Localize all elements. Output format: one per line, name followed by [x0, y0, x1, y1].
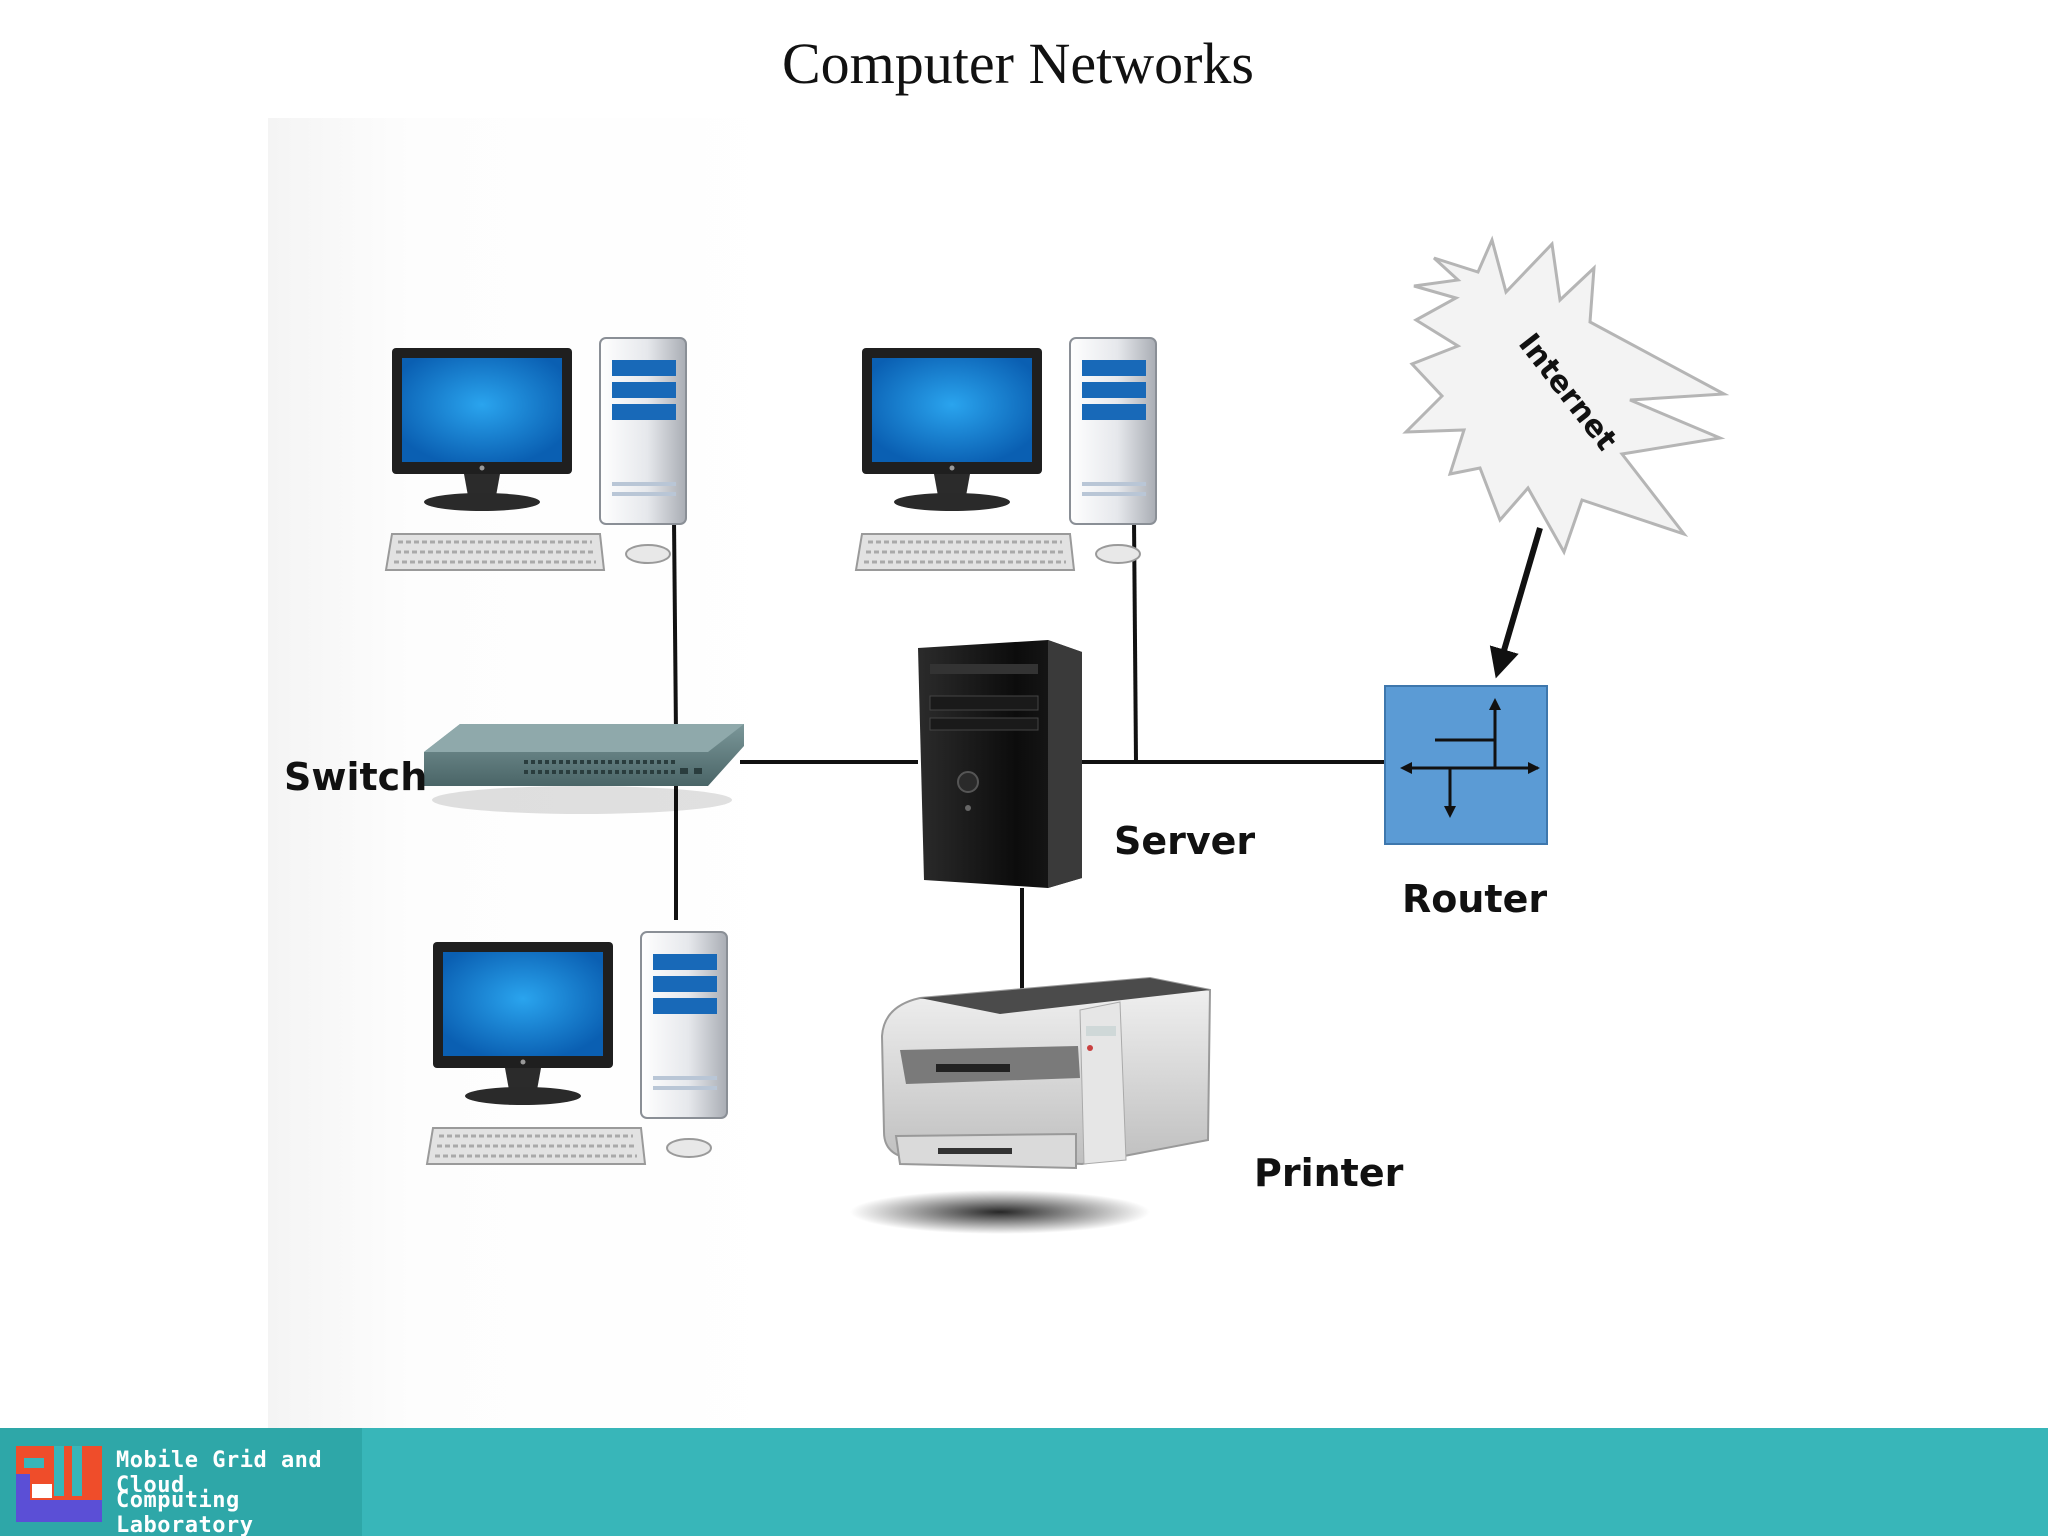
lab-logo-icon [16, 1446, 102, 1522]
link-internet-router [1489, 527, 1543, 679]
link-pc1-switch [672, 519, 678, 736]
laser-printer-icon [850, 976, 1212, 1234]
lab-name-line1: Mobile Grid and Cloud [116, 1448, 323, 1498]
desktop-computer-icon [425, 930, 729, 1166]
lab-name-line2: Computing Laboratory [116, 1488, 254, 1538]
footer-logo-box: Mobile Grid and Cloud Computing Laborato… [0, 1428, 362, 1538]
diagram-panel: Internet Switch Server Router Printer [268, 118, 2048, 1428]
slide-title: Computer Networks [782, 31, 1254, 96]
printer-label: Printer [1254, 1151, 1404, 1195]
router-icon [1384, 685, 1548, 845]
desktop-computer-icon [384, 336, 688, 572]
desktop-computer-icon [854, 336, 1158, 572]
router-label: Router [1402, 877, 1547, 921]
server-tower-icon [918, 640, 1082, 888]
switch-label: Switch [284, 755, 427, 799]
footer-bar: Mobile Grid and Cloud Computing Laborato… [0, 1428, 2048, 1538]
internet-burst-icon: Internet [1402, 235, 1730, 556]
server-label: Server [1114, 819, 1255, 863]
network-switch-icon [424, 724, 744, 814]
network-diagram: Internet Switch Server Router Printer [284, 235, 1730, 1234]
